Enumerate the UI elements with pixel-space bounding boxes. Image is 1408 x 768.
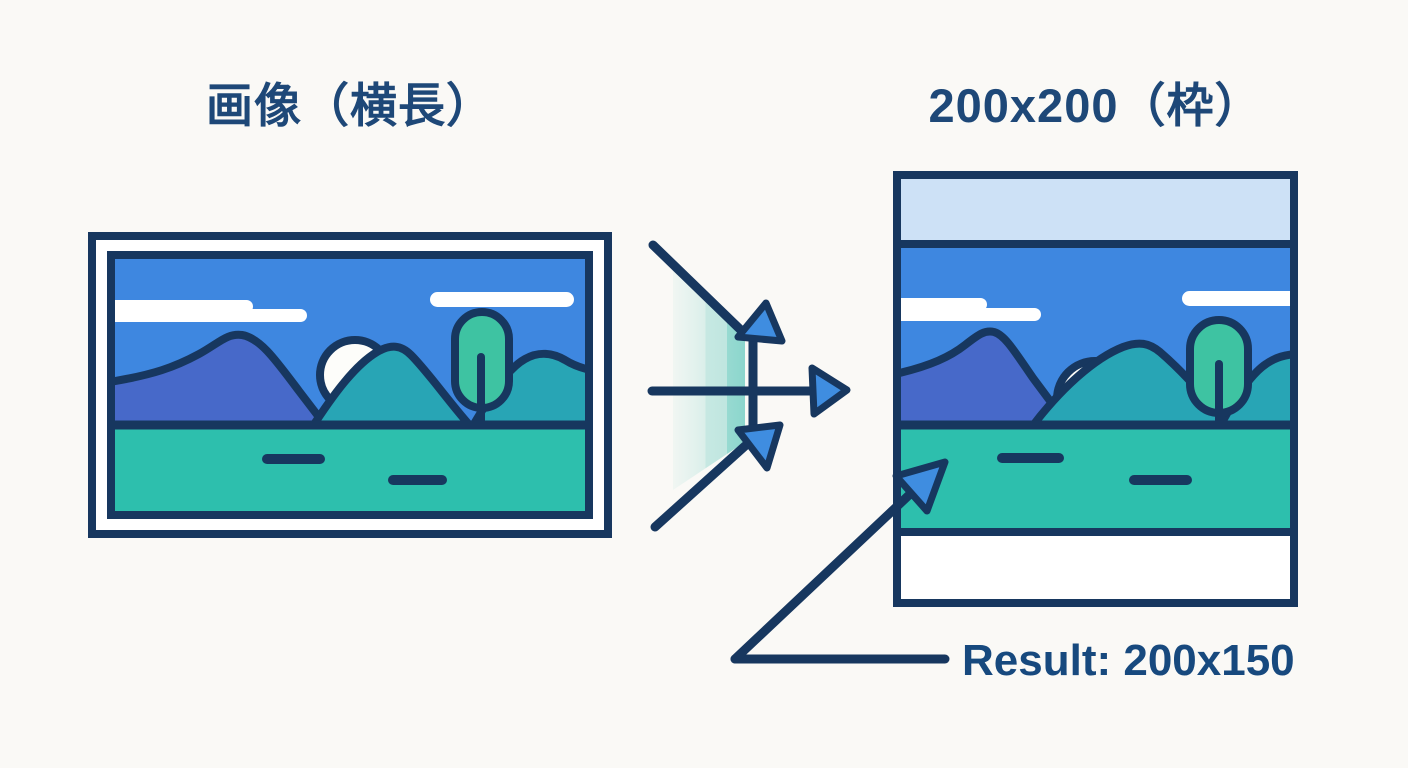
cloud-icon-left bbox=[115, 300, 307, 322]
fitted-landscape-thumbnail bbox=[901, 248, 1290, 528]
cloud-icon-left bbox=[901, 298, 1041, 321]
letterbox-top-band bbox=[901, 179, 1290, 248]
cloud-icon-right bbox=[1182, 291, 1290, 306]
mountain-icon-teal bbox=[307, 342, 477, 433]
source-landscape-thumbnail bbox=[115, 259, 585, 511]
bottom-diagonal-line bbox=[650, 441, 750, 532]
target-frame-title: 200x200（枠） bbox=[928, 79, 1263, 132]
cloud-icon-right bbox=[430, 292, 574, 307]
ground bbox=[115, 425, 585, 511]
tree-icon bbox=[1186, 316, 1252, 454]
fitted-image-region bbox=[901, 248, 1290, 536]
letterbox-bottom-band bbox=[901, 536, 1290, 599]
mountain-icon-indigo bbox=[115, 330, 329, 429]
mountain-icon-indigo bbox=[901, 327, 1072, 429]
source-image-mat bbox=[107, 251, 593, 519]
arrowhead-top-icon bbox=[734, 299, 786, 345]
ground bbox=[901, 425, 1290, 528]
tree-icon bbox=[451, 308, 513, 451]
top-diagonal-line bbox=[648, 240, 752, 341]
source-image-title: 画像（横長） bbox=[206, 79, 494, 132]
source-image-frame bbox=[88, 232, 612, 538]
result-label: Result: 200x150 bbox=[962, 636, 1295, 685]
arrowhead-right-icon bbox=[808, 364, 851, 418]
fade-wedge bbox=[673, 266, 745, 490]
water-dash bbox=[997, 453, 1192, 485]
converging-resize-arrows-icon bbox=[647, 240, 851, 532]
water-dash bbox=[262, 454, 447, 485]
arrowhead-bottom-icon bbox=[734, 421, 784, 472]
target-frame bbox=[893, 171, 1298, 607]
